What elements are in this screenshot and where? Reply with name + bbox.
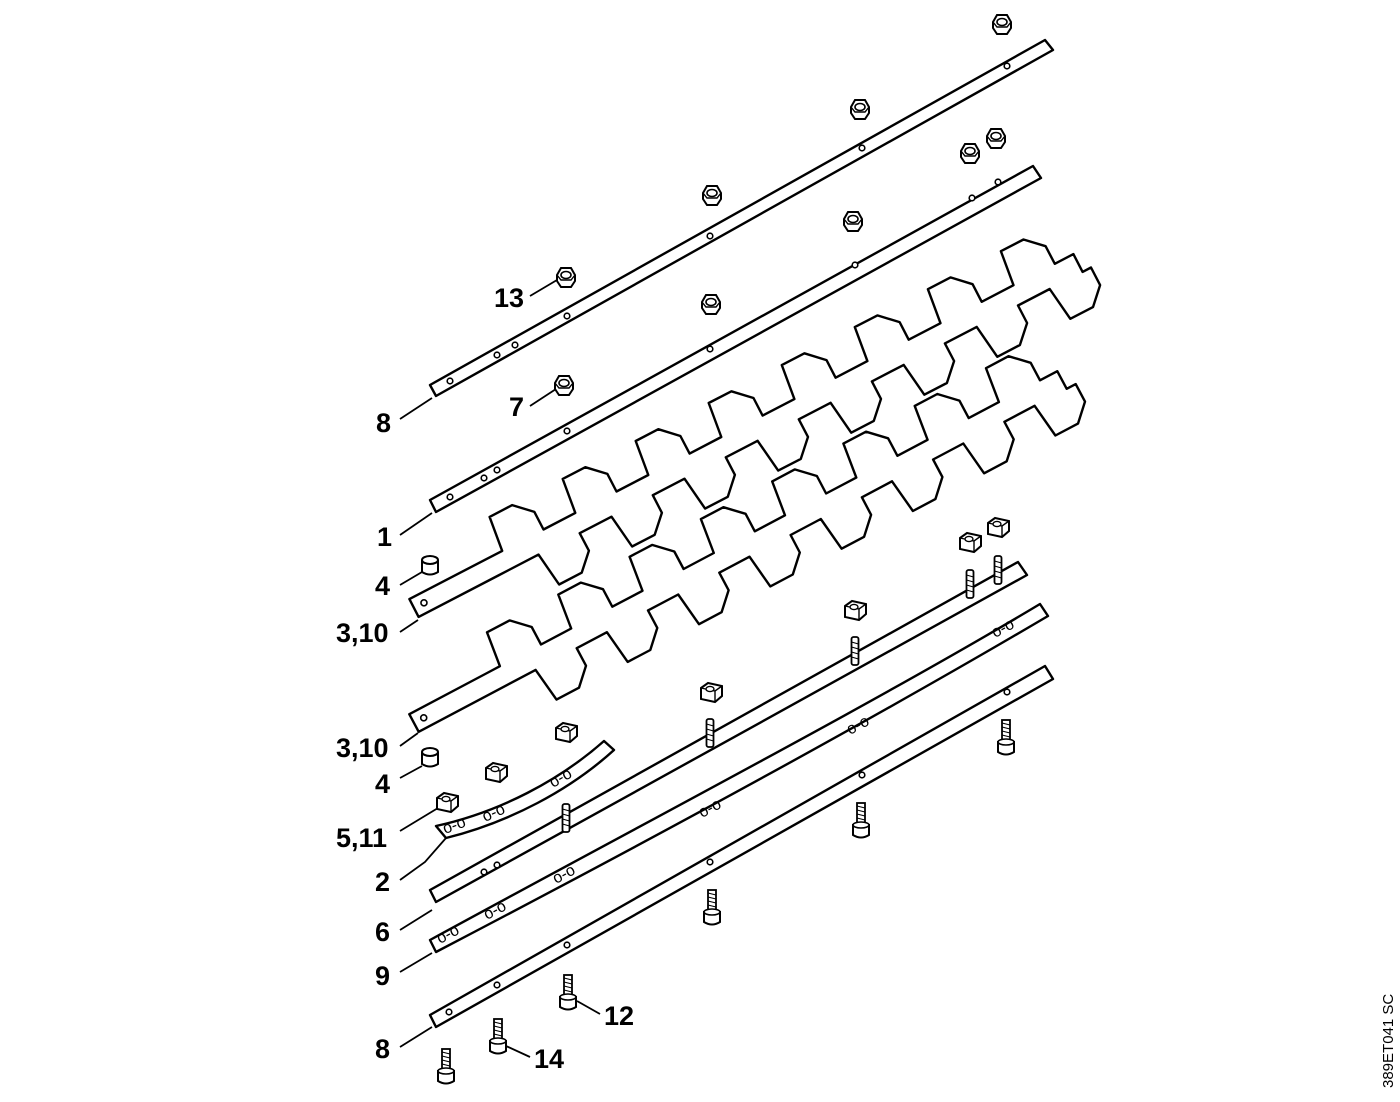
blade-shank-slot-inner — [431, 662, 526, 715]
blade-slot-inner — [710, 539, 760, 568]
blade-slot-inner — [571, 499, 622, 527]
part-label-8-top: 8 — [376, 408, 391, 438]
part-label-13: 13 — [494, 283, 524, 313]
part-label-8-bottom: 8 — [375, 1034, 390, 1064]
lower-guard-strip — [428, 664, 1055, 1029]
blade-pivot-hole — [419, 714, 428, 722]
blade-slot-inner — [870, 344, 921, 372]
clamp-strip — [428, 164, 1043, 514]
svg-text:o-o: o-o — [441, 814, 469, 838]
blade-pivot-hole — [420, 599, 428, 607]
part-label-6: 6 — [375, 917, 390, 947]
blade-shank-slot-inner — [432, 547, 529, 600]
blade-slot-inner — [1016, 268, 1067, 296]
part-label-1: 1 — [377, 522, 392, 552]
part-label-12: 12 — [604, 1001, 634, 1031]
part-label-5-11: 5,11 — [336, 823, 387, 853]
part-label-7: 7 — [509, 392, 524, 422]
upper-cutting-blade — [408, 238, 1102, 619]
part-label-9: 9 — [375, 961, 390, 991]
leader-lines — [399, 279, 601, 1058]
drawing-code: 389ET041 SC — [1380, 994, 1397, 1088]
blade-slot-inner — [717, 423, 768, 452]
part-label-4-top: 4 — [375, 571, 390, 601]
part-label-14: 14 — [534, 1044, 564, 1074]
part-label-3-10-bottom: 3,10 — [336, 733, 389, 763]
upper-guard-strip — [428, 38, 1055, 398]
part-label-2: 2 — [375, 867, 390, 897]
part-label-4-bottom: 4 — [375, 769, 390, 799]
blade-slot-inner — [859, 460, 909, 489]
part-label-3-10-top: 3,10 — [336, 618, 389, 648]
lower-cutting-blade — [408, 355, 1087, 733]
blade-slot-inner — [567, 614, 617, 643]
short-guide-piece: o-o o-o o-o — [434, 739, 616, 840]
stud-strip — [428, 555, 1029, 904]
blade-slot-inner — [1001, 385, 1051, 413]
